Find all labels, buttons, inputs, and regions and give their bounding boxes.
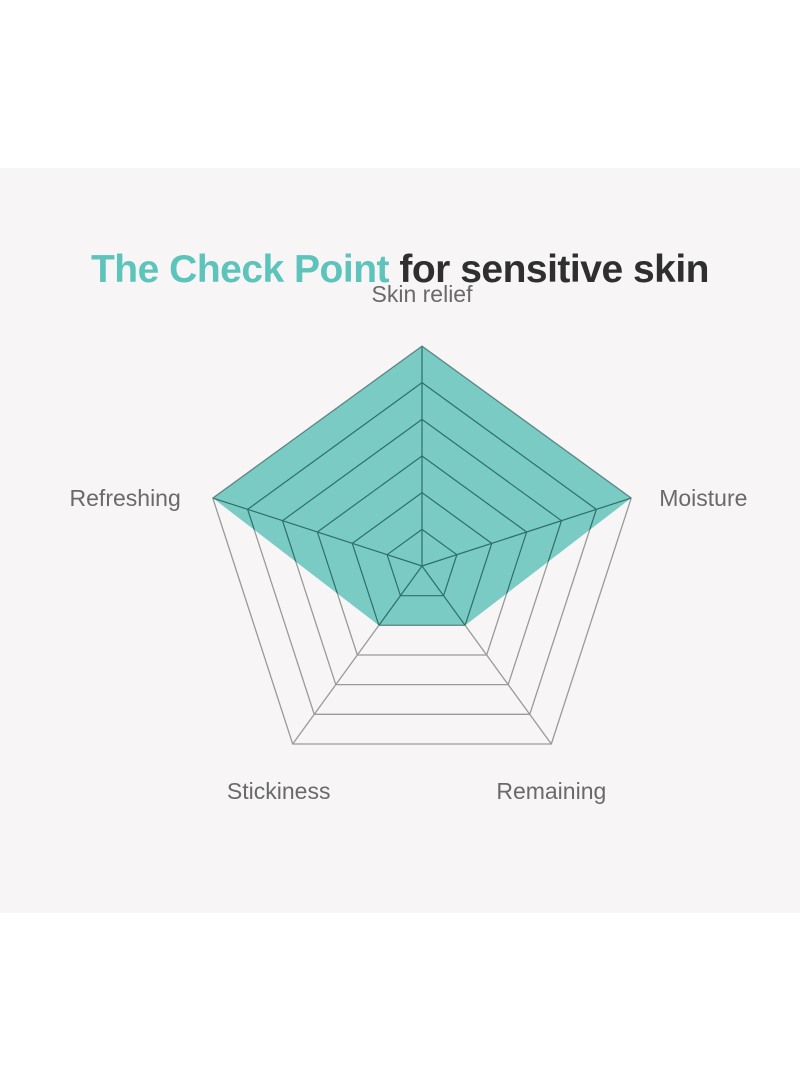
axis-label-skin-relief: Skin relief — [372, 281, 474, 307]
grid-ring-overlay-5 — [246, 381, 598, 626]
grid-ring-overlay-4 — [281, 418, 563, 626]
grid-ring-overlay-1 — [386, 528, 458, 597]
grid-ring-overlay-3 — [316, 455, 528, 626]
title-accent: The Check Point — [90, 248, 390, 291]
title-rest: for sensitive skin — [399, 248, 710, 291]
grid-ring-overlay-2 — [351, 491, 493, 626]
axis-label-stickiness: Stickiness — [227, 778, 331, 804]
radar-axis-labels: Skin relief Moisture Remaining Stickines… — [70, 281, 748, 804]
axis-label-remaining: Remaining — [496, 778, 606, 804]
grid-spoke-overlay — [212, 497, 423, 567]
grid-spoke-overlay — [292, 565, 423, 626]
axis-label-moisture: Moisture — [659, 485, 747, 511]
grid-spoke-overlay — [421, 565, 552, 626]
grid-spoke-overlay — [421, 497, 632, 567]
axis-label-refreshing: Refreshing — [70, 485, 181, 511]
page-title: The Check Point for sensitive skin — [0, 248, 800, 292]
